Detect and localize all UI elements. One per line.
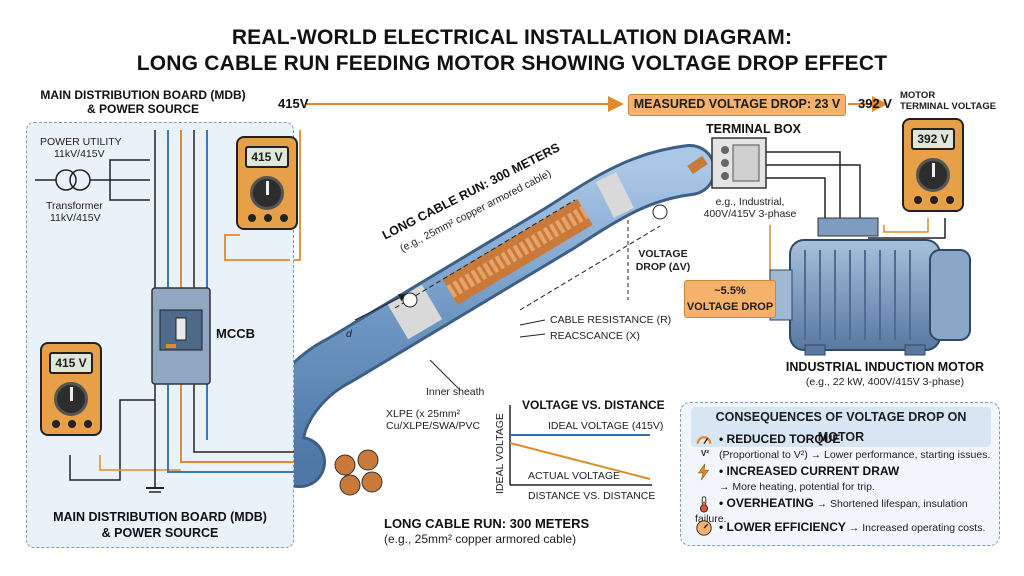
drop-percent-callout: ~5.5% VOLTAGE DROP [684,280,776,318]
consequence-item: • INCREASED CURRENT DRAW → More heating,… [695,463,899,494]
source-voltage-label: 415V [278,96,309,111]
mdb-bottom-label-2: & POWER SOURCE [101,526,219,540]
lightning-icon [697,463,710,481]
thermometer-icon [699,496,709,513]
chart-x-label: DISTANCE VS. DISTANCE [528,490,656,502]
voltage-distance-chart [509,405,652,486]
diagram-title-line1: REAL-WORLD ELECTRICAL INSTALLATION DIAGR… [231,26,793,49]
transformer-label: Transformer [46,200,103,212]
drop-percent-caption: VOLTAGE DROP [686,301,774,313]
power-utility-label: POWER UTILITY [40,136,122,148]
mccb-label: MCCB [216,326,255,341]
actual-voltage-line [509,442,651,480]
inner-sheath-label: Inner sheath [426,386,485,398]
motor-title: INDUSTRIAL INDUCTION MOTOR [785,360,985,374]
motor-voltage-label: 392 V [858,96,892,111]
cable-bottom-subtitle: (e.g., 25mm² copper armored cable) [384,532,577,546]
xlpe-label-1: XLPE (x 25mm² [386,408,461,420]
power-utility-rating: 11kV/415V [54,148,105,160]
motor-terminal-label-1: MOTOR [900,90,936,101]
efficiency-gauge-icon [696,520,712,536]
cable-dimension-lines [354,199,668,391]
mdb-top-label-1: MAIN DISTRIBUTION BOARD (MDB) [40,88,246,102]
induction-motor-shape [751,217,971,356]
cable-resistance-label: CABLE RESISTANCE (R) [550,314,672,326]
dial-icon [250,176,284,210]
cable-reactance-label: REACSCANCE (X) [550,330,640,342]
consequence-item: • LOWER EFFICIENCY → Increased operating… [695,519,985,537]
terminal-box-desc-2: 400V/415V 3-phase [703,208,797,220]
dial-icon [54,382,88,416]
consequence-item: • OVERHEATING → Shortened lifespan, insu… [695,495,968,525]
mdb-bottom-label-1: MAIN DISTRIBUTION BOARD (MDB) [53,510,267,524]
consequence-item: • REDUCED TORQUE (Proportional to V²) → … [695,431,990,462]
transformer-rating: 11kV/415V [50,212,101,224]
measured-drop-callout: MEASURED VOLTAGE DROP: 23 V [628,94,846,116]
diameter-label: d [346,328,352,340]
terminal-box-title: TERMINAL BOX [706,122,801,136]
drop-percent-value: ~5.5% [714,285,746,297]
chart-title: VOLTAGE VS. DISTANCE [522,398,665,412]
chart-actual-label: ACTUAL VOLTAGE [528,470,620,482]
motor-terminal-label-2: TERMINAL VOLTAGE [900,101,997,112]
chart-y-label: IDEAL VOLTAGE [494,413,506,494]
v-squared-label: V² [701,449,709,458]
cable-bottom-title: LONG CABLE RUN: 300 METERS [384,516,590,531]
multimeter-source-display: 415 V [245,146,289,168]
torque-gauge-icon [696,436,712,444]
multimeter-source: 415 V [236,136,298,230]
consequences-title: CONSEQUENCES OF VOLTAGE DROP ON MOTOR [691,407,991,447]
multimeter-motor: 392 V [902,118,964,212]
motor-subtitle: (e.g., 22 kW, 400V/415V 3-phase) [805,376,965,388]
multimeter-mdb-display: 415 V [49,352,93,374]
multimeter-mdb: 415 V [40,342,102,436]
voltage-drop-label-2: DROP (ΔV) [635,261,691,273]
consequences-box: CONSEQUENCES OF VOLTAGE DROP ON MOTOR • … [680,402,1000,546]
terminal-box-shape [711,137,946,301]
chart-ideal-label: IDEAL VOLTAGE (415V) [548,420,664,432]
terminal-box-desc-1: e.g., Industrial, [715,196,785,208]
dial-icon [916,158,950,192]
voltage-drop-label-1: VOLTAGE [638,248,688,260]
diagram-title-line2: LONG CABLE RUN FEEDING MOTOR SHOWING VOL… [136,52,888,75]
xlpe-label-2: Cu/XLPE/SWA/PVC [386,420,481,432]
multimeter-motor-display: 392 V [911,128,955,150]
mdb-top-label-2: & POWER SOURCE [86,102,199,116]
